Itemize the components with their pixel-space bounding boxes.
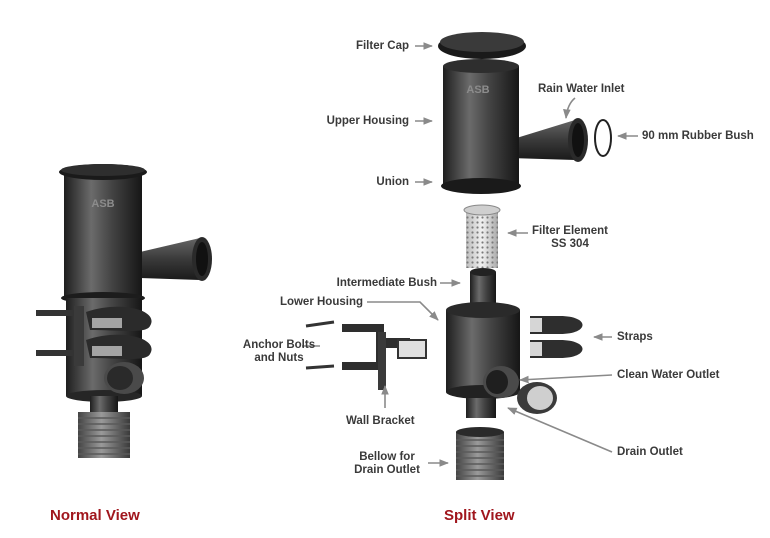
- filter-cap-part: [438, 32, 526, 59]
- label-bellow: Bellow for Drain Outlet: [348, 451, 426, 477]
- label-filter-element-line1: Filter Element: [531, 225, 609, 237]
- label-lower-housing: Lower Housing: [279, 296, 363, 308]
- label-bellow-line2: Drain Outlet: [354, 464, 420, 476]
- label-drain-outlet: Drain Outlet: [617, 446, 683, 458]
- caption-normal-view: Normal View: [50, 507, 140, 524]
- label-clean-water-outlet: Clean Water Outlet: [617, 369, 720, 381]
- label-wall-bracket: Wall Bracket: [346, 415, 415, 427]
- label-bellow-line1: Bellow for: [359, 451, 415, 463]
- filter-element-part: [463, 204, 501, 268]
- drain-ring-part: [517, 382, 557, 414]
- bellow-part: [456, 427, 504, 480]
- label-anchor-bolts: Anchor Bolts and Nuts: [241, 339, 317, 365]
- label-straps: Straps: [617, 331, 653, 343]
- normal-view-logo: ASB: [91, 198, 114, 210]
- label-filter-cap: Filter Cap: [355, 40, 409, 52]
- label-filter-element: Filter Element SS 304: [530, 225, 610, 251]
- label-rain-water-inlet: Rain Water Inlet: [538, 83, 625, 95]
- straps-part: [530, 316, 583, 358]
- anchor-bolts-part: [305, 320, 335, 370]
- leader-arrows: [302, 42, 638, 467]
- label-intermediate-bush: Intermediate Bush: [336, 277, 437, 289]
- label-filter-element-line2: SS 304: [551, 238, 589, 250]
- intermediate-bush-part: [470, 268, 496, 306]
- split-view-logo: ASB: [466, 84, 489, 96]
- upper-housing-part: ASB: [441, 59, 588, 194]
- normal-view-assembly: ASB: [36, 164, 212, 458]
- label-anchor-bolts-line1: Anchor Bolts: [242, 339, 316, 351]
- caption-split-view: Split View: [444, 507, 515, 524]
- label-upper-housing: Upper Housing: [326, 115, 409, 127]
- lower-housing-part: [446, 302, 520, 418]
- label-anchor-bolts-line2: and Nuts: [254, 352, 304, 364]
- label-union: Union: [376, 176, 409, 188]
- split-view-assembly: ASB: [305, 32, 612, 480]
- rubber-bush-part: [594, 119, 612, 157]
- label-rubber-bush: 90 mm Rubber Bush: [642, 130, 754, 142]
- wall-bracket-part: [342, 324, 427, 390]
